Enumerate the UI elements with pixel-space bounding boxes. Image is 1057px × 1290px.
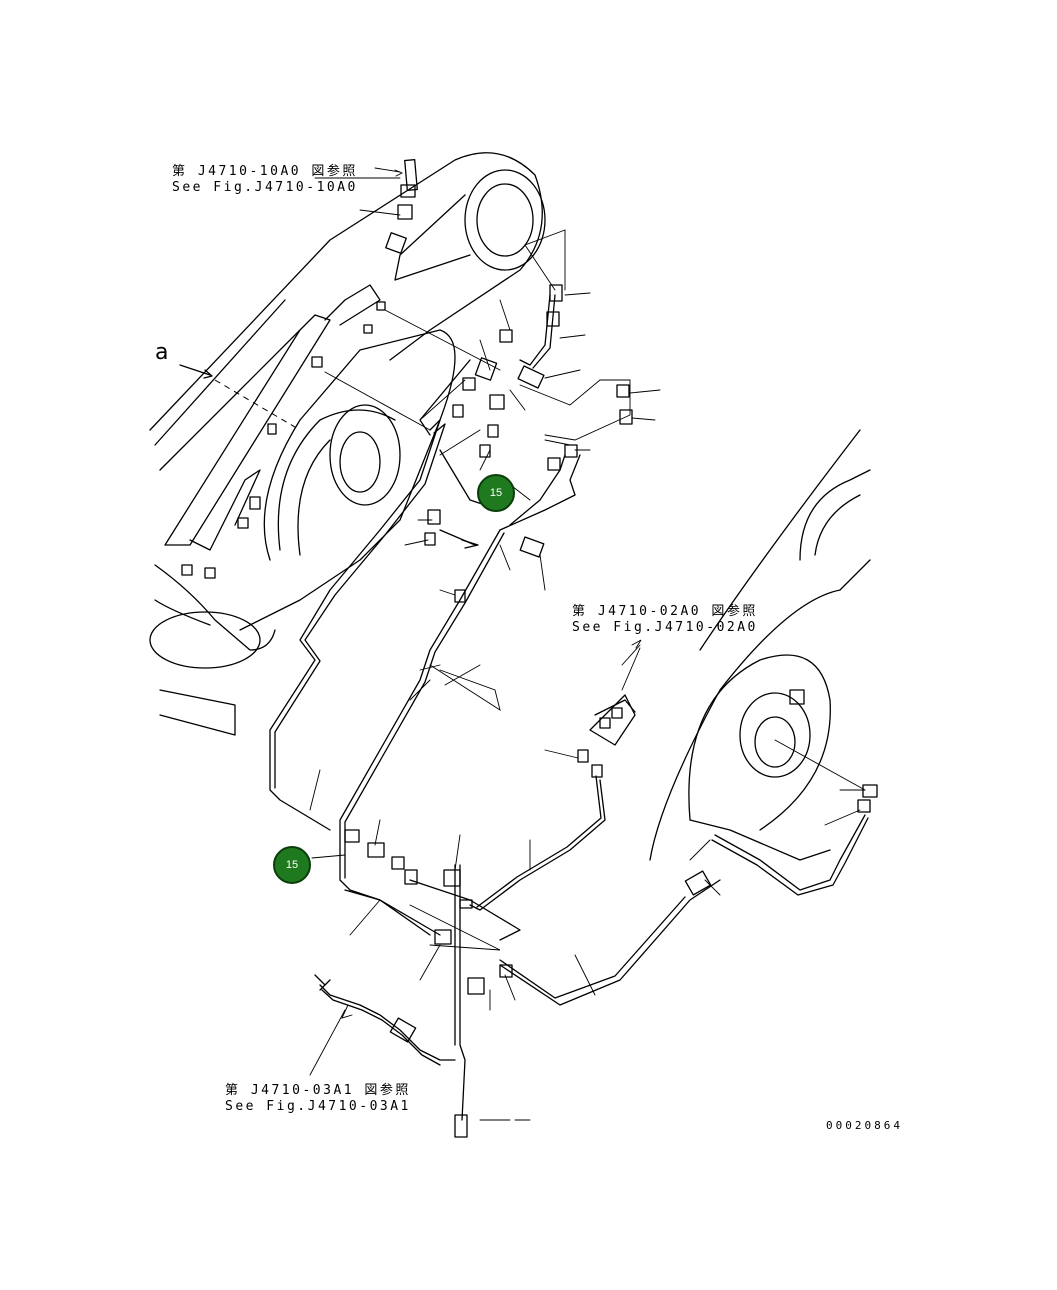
mounting-bracket	[164, 284, 386, 579]
view-marker-a: a	[155, 340, 169, 365]
view-a-indicator	[179, 364, 479, 549]
leader-lines	[309, 167, 866, 1121]
reference-2-en: See Fig.J4710-02A0	[572, 620, 758, 635]
upper-arm-body	[149, 152, 546, 631]
grease-piping	[269, 294, 869, 1121]
reference-label-1: 第 J4710-10A0 図参照 See Fig.J4710-10A0	[172, 164, 358, 196]
fittings	[344, 158, 878, 1138]
boom-body	[149, 429, 871, 861]
reference-3-en: See Fig.J4710-03A1	[225, 1099, 411, 1114]
callout-badge-lower[interactable]: 15	[273, 846, 311, 884]
callout-badge-upper[interactable]: 15	[477, 474, 515, 512]
reference-label-3: 第 J4710-03A1 図参照 See Fig.J4710-03A1	[225, 1083, 411, 1115]
grease-block	[589, 694, 636, 746]
reference-2-jp: 第 J4710-02A0 図参照	[572, 604, 758, 619]
reference-1-jp: 第 J4710-10A0 図参照	[172, 164, 358, 179]
lower-grease-hose	[314, 889, 456, 1066]
reference-1-en: See Fig.J4710-10A0	[172, 180, 358, 195]
drawing-number: 00020864	[826, 1119, 903, 1132]
reference-3-jp: 第 J4710-03A1 図参照	[225, 1083, 411, 1098]
reference-label-2: 第 J4710-02A0 図参照 See Fig.J4710-02A0	[572, 604, 758, 636]
